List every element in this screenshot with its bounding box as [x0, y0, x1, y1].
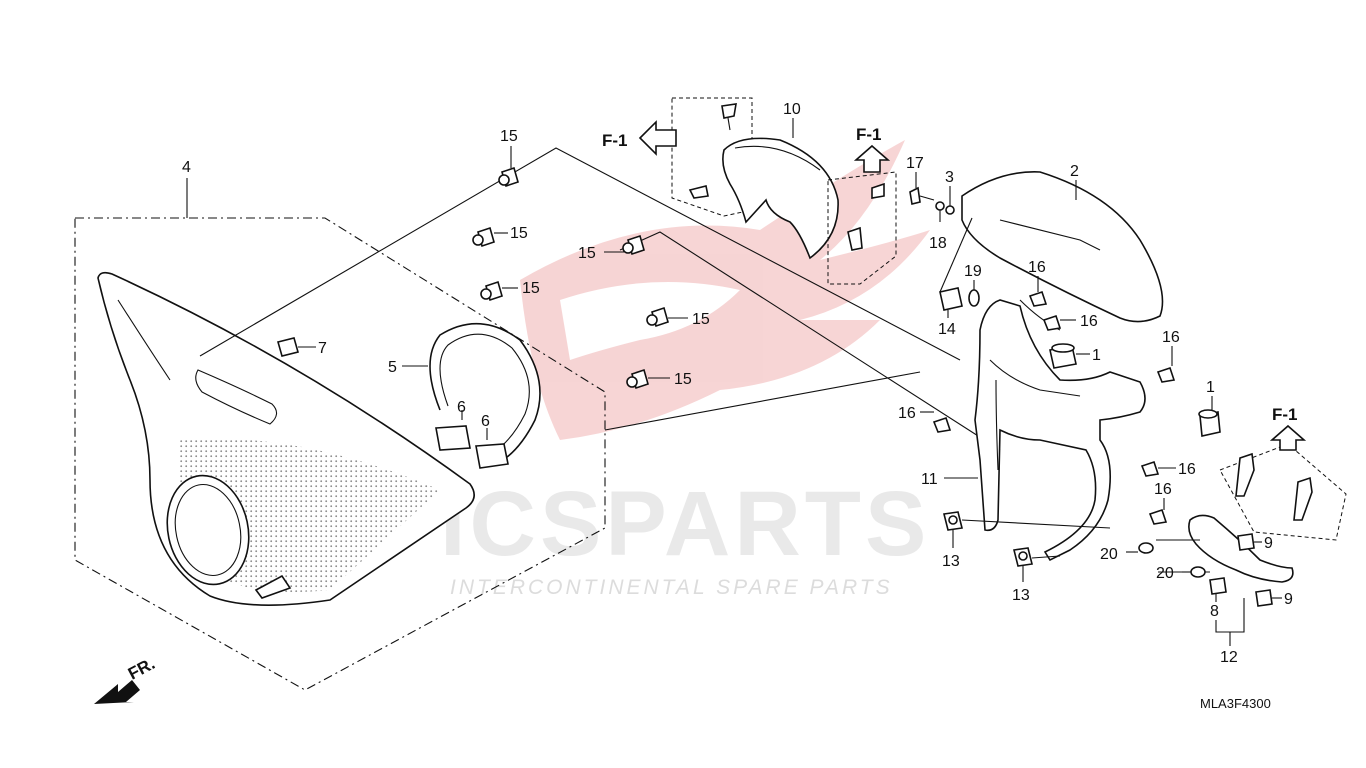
arrow-f1-up-center-icon	[853, 144, 891, 173]
screw-part-16a	[1028, 276, 1048, 307]
callout-16-a: 16	[1028, 259, 1046, 276]
view-ref-f1-left: F-1	[602, 131, 628, 150]
collar-part-9a	[1237, 533, 1262, 551]
callout-16-b: 16	[1080, 313, 1098, 330]
bolt-part-15f	[626, 368, 670, 390]
screw-part-16c	[1156, 346, 1176, 383]
group-box-part-4	[74, 217, 606, 691]
leader-bracket-link	[939, 217, 973, 293]
headlight-cowl	[97, 271, 475, 606]
bolts-in-box-right	[1235, 452, 1313, 521]
callout-18: 18	[929, 235, 947, 252]
guide-line-b	[604, 371, 921, 431]
bolt-part-15e	[646, 306, 688, 328]
view-ref-f1-right: F-1	[1272, 405, 1298, 424]
bolt-part-15c	[480, 280, 518, 302]
rubber-mount-part-1a	[1049, 343, 1090, 369]
callout-12: 12	[1220, 649, 1238, 666]
clip-part-7	[277, 337, 316, 357]
callout-16-c: 16	[1162, 329, 1180, 346]
diagram-code: MLA3F4300	[1200, 696, 1271, 711]
front-direction-label: FR.	[125, 654, 158, 684]
bolt-part-15b	[472, 226, 508, 248]
callout-16-e: 16	[1178, 461, 1196, 478]
callout-13-b: 13	[1012, 587, 1030, 604]
washer-part-18	[935, 201, 945, 222]
guide-line-a	[199, 147, 961, 361]
stay-bracket-part-11	[944, 299, 1146, 562]
callout-14: 14	[938, 321, 956, 338]
leader-13b-link	[1031, 555, 1061, 559]
callout-20-a: 20	[1100, 546, 1118, 563]
collar-part-14	[939, 287, 963, 318]
bracket-leader-12	[1215, 598, 1245, 633]
nut-part-3	[945, 186, 955, 215]
callout-3: 3	[945, 169, 954, 186]
rubber-mount-part-1b	[1198, 396, 1221, 437]
detail-box-f1-center	[827, 171, 897, 285]
callout-6-b: 6	[481, 413, 490, 430]
leader-13a-link	[961, 519, 1111, 529]
block-part-6a	[435, 410, 471, 451]
callout-4: 4	[182, 159, 191, 176]
detail-box-f1-left	[671, 97, 753, 217]
arrow-f1-left-icon	[638, 120, 677, 156]
callout-16-f: 16	[1154, 481, 1172, 498]
nut-part-13a	[943, 511, 963, 548]
callout-2: 2	[1070, 163, 1079, 180]
callout-13-a: 13	[942, 553, 960, 570]
callout-15-c: 15	[522, 280, 540, 297]
callout-7: 7	[318, 340, 327, 357]
collar-part-9b	[1255, 589, 1282, 607]
callout-9-b: 9	[1284, 591, 1293, 608]
callout-1-a: 1	[1092, 347, 1101, 364]
bolt-part-15a	[498, 146, 519, 188]
view-ref-f1-center: F-1	[856, 125, 882, 144]
callout-1-b: 1	[1206, 379, 1215, 396]
callout-15-f: 15	[674, 371, 692, 388]
watermark-tagline: INTERCONTINENTAL SPARE PARTS	[450, 576, 893, 599]
ring-part-5	[402, 322, 541, 463]
screw-part-16d	[920, 411, 952, 433]
arrow-f1-up-right-icon	[1269, 424, 1307, 451]
inner-cover-part-10	[722, 118, 839, 260]
callout-16-d: 16	[898, 405, 916, 422]
block-part-6b	[475, 428, 509, 469]
callout-8: 8	[1210, 603, 1219, 620]
nut-part-13b	[1013, 547, 1033, 582]
callout-5: 5	[388, 359, 397, 376]
detail-box-f1-right	[1219, 443, 1347, 541]
callout-15-top: 15	[500, 128, 518, 145]
screw-part-16e	[1140, 460, 1176, 477]
bolt-part-15d	[604, 234, 645, 256]
screw-in-box-left	[688, 103, 737, 199]
screw-in-box-center	[847, 182, 885, 251]
watermark-wing-logo	[520, 140, 930, 440]
callout-17: 17	[906, 155, 924, 172]
watermark-brand: ICSPARTS	[440, 473, 930, 575]
grommet-part-19	[968, 280, 980, 307]
callout-11: 11	[921, 471, 938, 488]
front-direction-arrow-icon	[94, 680, 140, 704]
callout-10: 10	[783, 101, 801, 118]
callout-15-e: 15	[692, 311, 710, 328]
callout-15-b: 15	[510, 225, 528, 242]
callout-19: 19	[964, 263, 982, 280]
washer-part-20b	[1182, 566, 1206, 578]
screw-part-17	[909, 172, 935, 205]
callout-15-d: 15	[578, 245, 596, 262]
windscreen-part-2	[961, 171, 1164, 323]
callout-9-a: 9	[1264, 535, 1273, 552]
screw-part-16f	[1148, 498, 1168, 525]
screw-part-16b	[1042, 314, 1076, 331]
washer-part-20a	[1126, 542, 1154, 554]
collar-part-8	[1209, 577, 1227, 602]
callout-20-b: 20	[1156, 565, 1174, 582]
callout-6-a: 6	[457, 399, 466, 416]
